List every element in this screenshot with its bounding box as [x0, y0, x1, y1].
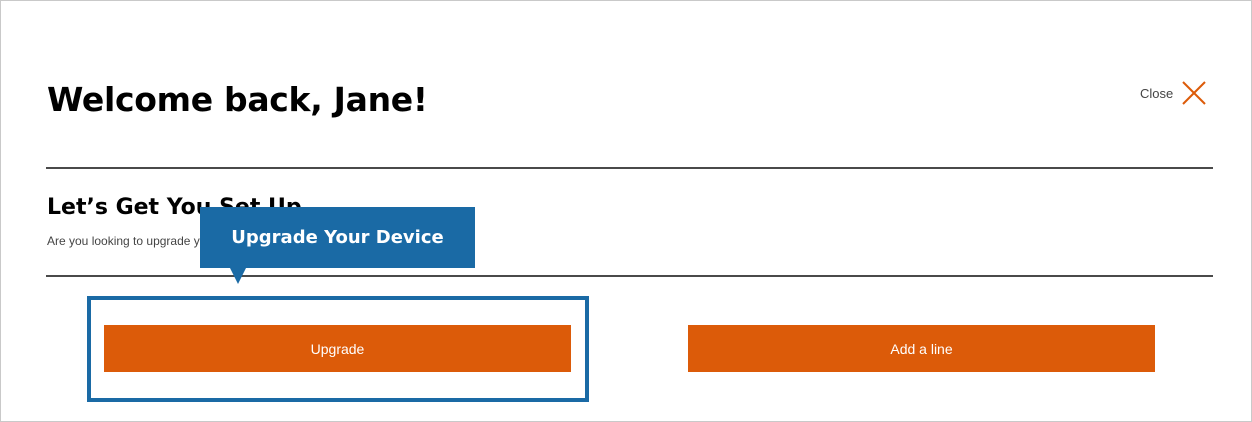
upgrade-button[interactable]: Upgrade — [104, 325, 571, 372]
callout-pointer — [230, 268, 246, 284]
bottom-divider — [46, 275, 1213, 277]
top-divider — [46, 167, 1213, 169]
add-line-button[interactable]: Add a line — [688, 325, 1155, 372]
close-button[interactable]: Close — [1140, 78, 1207, 108]
close-icon[interactable] — [1181, 80, 1207, 106]
upgrade-callout: Upgrade Your Device — [200, 207, 475, 268]
page-title: Welcome back, Jane! — [47, 80, 428, 119]
callout-text: Upgrade Your Device — [231, 227, 444, 248]
close-label: Close — [1140, 85, 1174, 101]
